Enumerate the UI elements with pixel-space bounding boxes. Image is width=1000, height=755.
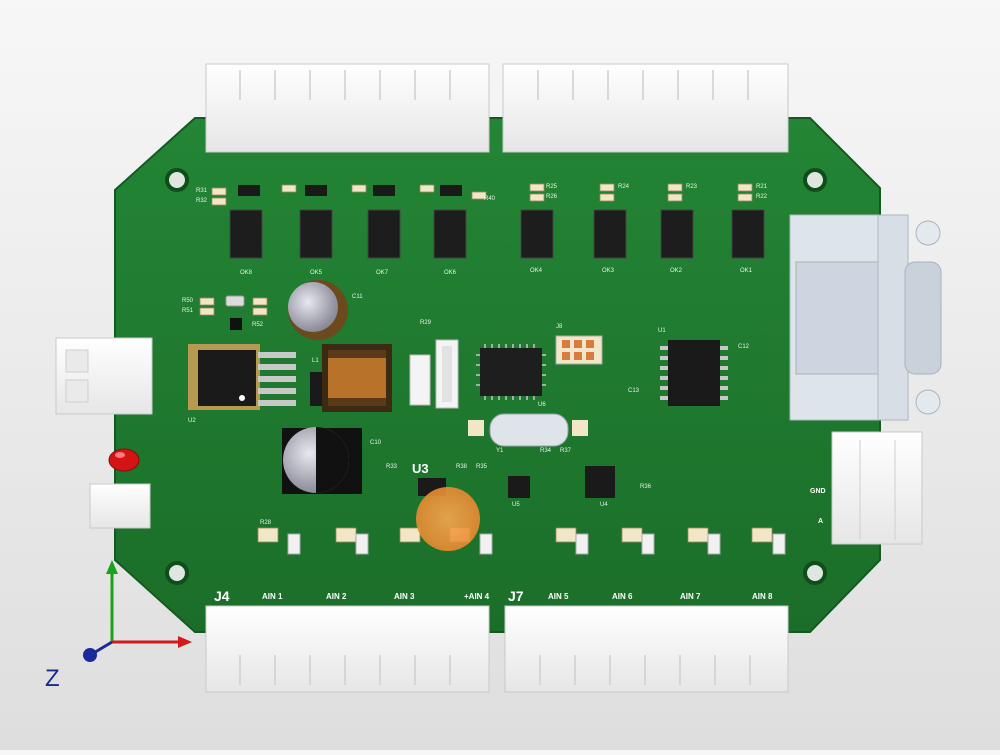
crystal-label-y1: Y1 bbox=[496, 448, 504, 454]
mounting-holes bbox=[165, 168, 827, 585]
left-small-header bbox=[89, 483, 151, 529]
cap-label-c12: C12 bbox=[738, 344, 750, 350]
res-label-r24: R24 bbox=[618, 184, 630, 190]
opto-label-ok7: OK7 bbox=[376, 270, 389, 276]
bottom-white-parts bbox=[287, 533, 786, 555]
cap-label-c13: C13 bbox=[628, 388, 640, 394]
top-terminal-blocks bbox=[205, 63, 789, 153]
ic-label-u1: U1 bbox=[658, 328, 666, 334]
res-label-r21: R21 bbox=[756, 184, 768, 190]
res-label-r32: R32 bbox=[196, 198, 208, 204]
res-label-r51: R51 bbox=[182, 308, 194, 314]
res-label-r36: R36 bbox=[640, 484, 652, 490]
ic-u4 bbox=[585, 466, 615, 498]
res-label-r38: R38 bbox=[456, 464, 468, 470]
header-j8 bbox=[555, 335, 603, 365]
res-label-r29: R29 bbox=[420, 320, 432, 326]
ain-label-5: AIN 5 bbox=[548, 592, 569, 601]
inductor-label-l1: L1 bbox=[312, 358, 319, 364]
res-label-r22: R22 bbox=[756, 194, 768, 200]
y-axis-arrow bbox=[106, 560, 118, 574]
cap-label-c10: C10 bbox=[370, 440, 382, 446]
inductor-l1 bbox=[310, 344, 392, 412]
ain-label-4: +AIN 4 bbox=[464, 592, 490, 601]
header-label-j4: J4 bbox=[214, 588, 230, 604]
center-white-headers bbox=[409, 339, 459, 409]
opto-label-ok8: OK8 bbox=[240, 270, 253, 276]
smd-transistors bbox=[238, 185, 462, 196]
res-label-r40: R40 bbox=[484, 196, 496, 202]
opto-label-ok6: OK6 bbox=[444, 270, 457, 276]
header-label-j8: J8 bbox=[556, 324, 563, 330]
ic-u1 bbox=[660, 340, 728, 406]
res-label-r50: R50 bbox=[182, 298, 194, 304]
ic-label-u5: U5 bbox=[512, 502, 520, 508]
ic-u5 bbox=[508, 476, 530, 498]
res-label-r35: R35 bbox=[476, 464, 488, 470]
terminal-label-a: A bbox=[818, 518, 824, 525]
ic-label-u6: U6 bbox=[538, 402, 546, 408]
res-label-r25: R25 bbox=[546, 184, 558, 190]
res-label-r23: R23 bbox=[686, 184, 698, 190]
capacitor-c11 bbox=[288, 280, 348, 340]
ain-label-3: AIN 3 bbox=[394, 592, 415, 601]
ain-label-2: AIN 2 bbox=[326, 592, 347, 601]
res-label-r34: R34 bbox=[540, 448, 552, 454]
bottom-terminal-blocks bbox=[205, 605, 789, 693]
small-crystal bbox=[225, 295, 245, 307]
ic-label-u2: U2 bbox=[188, 418, 196, 424]
ain-label-8: AIN 8 bbox=[752, 592, 773, 601]
terminal-label-gnd: GND bbox=[810, 488, 826, 495]
z-axis-label: Z bbox=[45, 665, 60, 692]
ic-label-u3: U3 bbox=[412, 461, 429, 476]
ain-label-1: AIN 1 bbox=[262, 592, 283, 601]
cap-label-c11: C11 bbox=[352, 294, 363, 300]
selection-highlight bbox=[416, 487, 480, 551]
db9-connector bbox=[789, 214, 942, 421]
ain-label-7: AIN 7 bbox=[680, 592, 701, 601]
opto-label-ok3: OK3 bbox=[602, 268, 615, 274]
res-label-r31: R31 bbox=[196, 188, 208, 194]
microcontroller bbox=[476, 344, 546, 400]
res-label-r37: R37 bbox=[560, 448, 572, 454]
opto-label-ok1: OK1 bbox=[740, 268, 753, 274]
red-led bbox=[108, 448, 140, 472]
res-label-r26: R26 bbox=[546, 194, 558, 200]
opto-label-ok2: OK2 bbox=[670, 268, 683, 274]
crystal-y1 bbox=[468, 413, 588, 447]
opto-label-ok5: OK5 bbox=[310, 270, 323, 276]
ain-label-6: AIN 6 bbox=[612, 592, 633, 601]
x-axis-arrow bbox=[178, 636, 192, 648]
header-label-j7: J7 bbox=[508, 588, 524, 604]
axis-triad bbox=[83, 560, 192, 662]
z-axis-origin bbox=[83, 648, 97, 662]
capacitor-c10 bbox=[282, 427, 362, 494]
opto-label-ok4: OK4 bbox=[530, 268, 543, 274]
res-label-r33: R33 bbox=[386, 464, 398, 470]
ic-label-u4: U4 bbox=[600, 502, 608, 508]
regulator-u2 bbox=[188, 344, 296, 410]
res-label-r52: R52 bbox=[252, 322, 264, 328]
left-connector bbox=[55, 337, 153, 415]
optocouplers bbox=[229, 209, 765, 259]
resistor-pads bbox=[199, 183, 753, 316]
right-terminal-block bbox=[831, 431, 923, 545]
res-label-r28: R28 bbox=[260, 520, 272, 526]
